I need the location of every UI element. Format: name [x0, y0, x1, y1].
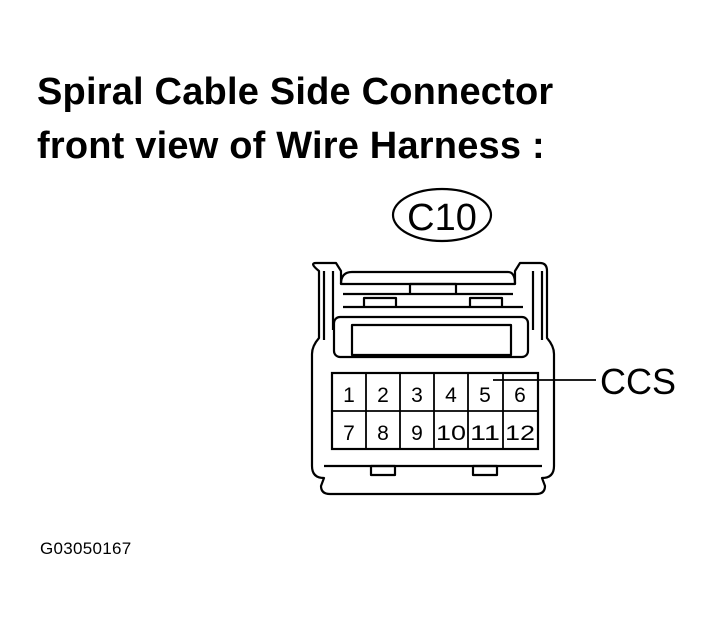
ccs-label: CCS	[600, 361, 676, 402]
figure-code: G03050167	[40, 539, 132, 558]
pin-1: 1	[343, 384, 355, 407]
pin-9: 9	[411, 422, 423, 445]
pin-8: 8	[377, 422, 389, 445]
pin-12: 12	[505, 422, 535, 445]
pin-10: 10	[436, 422, 466, 445]
pin-4: 4	[445, 384, 457, 407]
pin-6: 6	[514, 384, 526, 407]
connector-housing	[310, 261, 556, 496]
connector-id-label: C10	[407, 197, 477, 239]
pin-11: 11	[470, 422, 500, 445]
title-line-1: Spiral Cable Side Connector	[37, 71, 554, 113]
pin-5: 5	[479, 384, 491, 407]
connector-id-oval	[391, 187, 493, 243]
pin-2: 2	[377, 384, 389, 407]
pin-3: 3	[411, 384, 423, 407]
title-line-2: front view of Wire Harness :	[37, 125, 545, 167]
pin-grid-lines	[332, 373, 538, 449]
pin-7: 7	[343, 422, 355, 445]
